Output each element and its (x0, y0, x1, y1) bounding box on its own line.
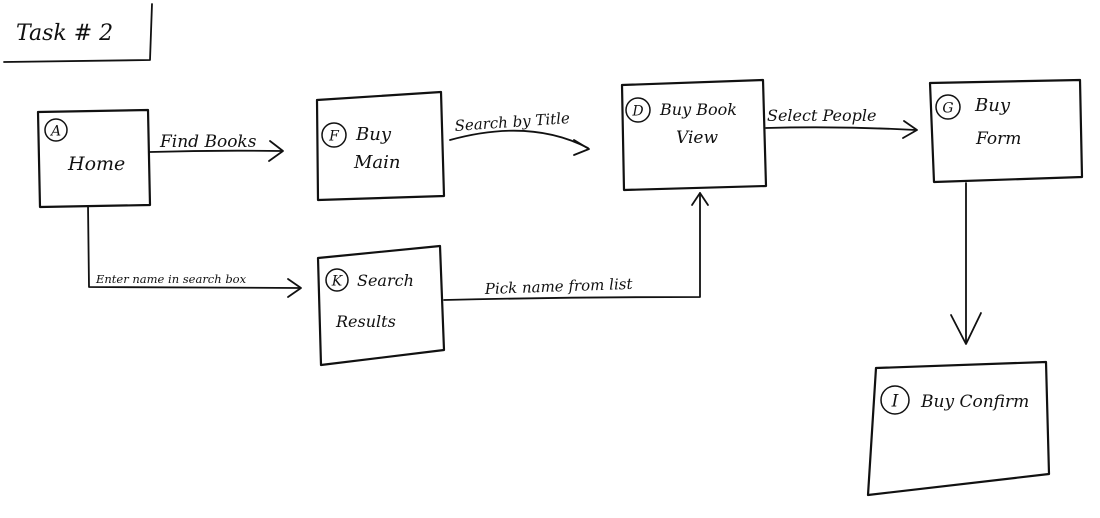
edge-d-to-g: Select People (765, 106, 918, 139)
edge-line (443, 192, 701, 301)
edge-label: Enter name in search box (95, 272, 247, 286)
node-buy-main[interactable]: F Buy Main (315, 90, 446, 202)
node-label-line-2: View (676, 128, 718, 148)
nodes: A Home F Buy Main D Buy Book View G Buy … (36, 78, 1084, 497)
node-label-line-2: Main (353, 152, 401, 173)
node-letter-circle (935, 94, 961, 120)
node-label-line-1: Search (357, 271, 414, 290)
node-label-line-1: Home (67, 153, 125, 175)
node-buy-form[interactable]: G Buy Form (928, 78, 1084, 184)
node-letter: G (942, 101, 953, 117)
arrowhead (573, 139, 590, 156)
arrowhead (950, 312, 982, 345)
node-box (866, 360, 1051, 497)
title-frame (3, 3, 153, 63)
node-letter-circle (325, 268, 349, 292)
edge-line (449, 129, 589, 149)
edge-line (765, 126, 917, 131)
edge-f-to-d: Search by Title (449, 109, 590, 156)
edges: Find Books Search by Title Select People… (87, 106, 982, 345)
node-box (620, 78, 768, 192)
edge-line (149, 149, 283, 153)
edge-label: Pick name from list (484, 275, 634, 298)
node-buy-confirm[interactable]: I Buy Confirm (866, 360, 1051, 497)
node-label-line-1: Buy (974, 95, 1011, 116)
node-home[interactable]: A Home (36, 108, 152, 209)
edge-a-to-f: Find Books (149, 132, 284, 162)
edge-g-to-i (950, 182, 982, 345)
edge-k-to-d: Pick name from list (443, 192, 709, 301)
node-letter: F (328, 129, 340, 145)
node-letter-circle (625, 97, 651, 123)
node-buy-book-view[interactable]: D Buy Book View (620, 78, 768, 192)
node-letter: K (331, 274, 344, 290)
arrowhead (902, 120, 918, 139)
arrowhead (691, 192, 709, 206)
node-label-line-1: Buy Book (659, 100, 737, 119)
node-box (315, 90, 446, 202)
node-label-line-1: Buy Confirm (920, 392, 1029, 412)
edge-a-to-k: Enter name in search box (87, 204, 302, 298)
edge-label: Select People (767, 106, 876, 125)
arrowhead (287, 278, 302, 298)
title-block: Task # 2 (3, 3, 153, 63)
node-letter-circle (44, 118, 68, 142)
node-box (316, 244, 446, 367)
edge-line (87, 204, 301, 289)
node-label-line-1: Buy (355, 124, 392, 145)
node-search-results[interactable]: K Search Results (316, 244, 446, 367)
node-letter: A (49, 124, 61, 140)
node-label-line-2: Form (975, 129, 1021, 149)
node-letter-circle (321, 122, 347, 148)
edge-label: Find Books (159, 132, 257, 152)
node-letter: D (631, 104, 643, 120)
arrowhead (268, 140, 284, 162)
node-box (928, 78, 1084, 184)
node-letter: I (891, 392, 899, 412)
node-letter-circle (880, 385, 910, 415)
node-label-line-2: Results (335, 312, 396, 331)
diagram-title: Task # 2 (16, 21, 113, 46)
